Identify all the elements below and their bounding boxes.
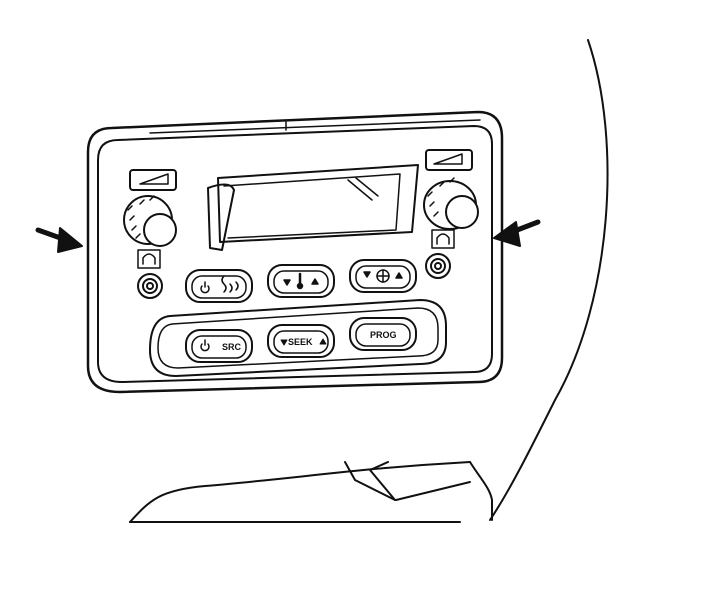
right-arrow — [493, 219, 541, 247]
display-window — [207, 164, 419, 251]
power-defrost-button[interactable] — [185, 269, 253, 303]
seek-button-label: SEEK — [288, 337, 313, 347]
radio-bezel — [86, 110, 504, 394]
headphone-volume-icon — [431, 229, 455, 249]
program-button[interactable]: PROG — [349, 317, 417, 351]
right-volume-knob[interactable] — [423, 149, 479, 249]
program-button-label: PROG — [370, 330, 397, 340]
headphone-volume-icon — [137, 249, 161, 269]
left-arrow — [35, 227, 83, 253]
row2-buttons: SRC SEEK PROG — [185, 317, 417, 363]
left-volume-knob[interactable] — [123, 169, 177, 269]
row1-buttons — [185, 259, 417, 303]
fan-icon — [363, 269, 403, 283]
temperature-icon — [283, 272, 319, 290]
power-icon — [200, 339, 210, 352]
left-headphone-jack[interactable] — [137, 273, 163, 299]
source-button[interactable]: SRC — [185, 329, 253, 363]
seek-arrows-icon — [280, 338, 327, 346]
fan-button[interactable] — [349, 259, 417, 293]
temperature-button[interactable] — [267, 264, 335, 298]
source-button-label: SRC — [222, 342, 242, 352]
console-trim — [129, 39, 609, 523]
seek-button[interactable]: SEEK — [267, 324, 335, 358]
lower-button-pod — [149, 299, 447, 377]
power-defrost-icon — [200, 275, 239, 294]
right-headphone-jack[interactable] — [425, 253, 451, 279]
